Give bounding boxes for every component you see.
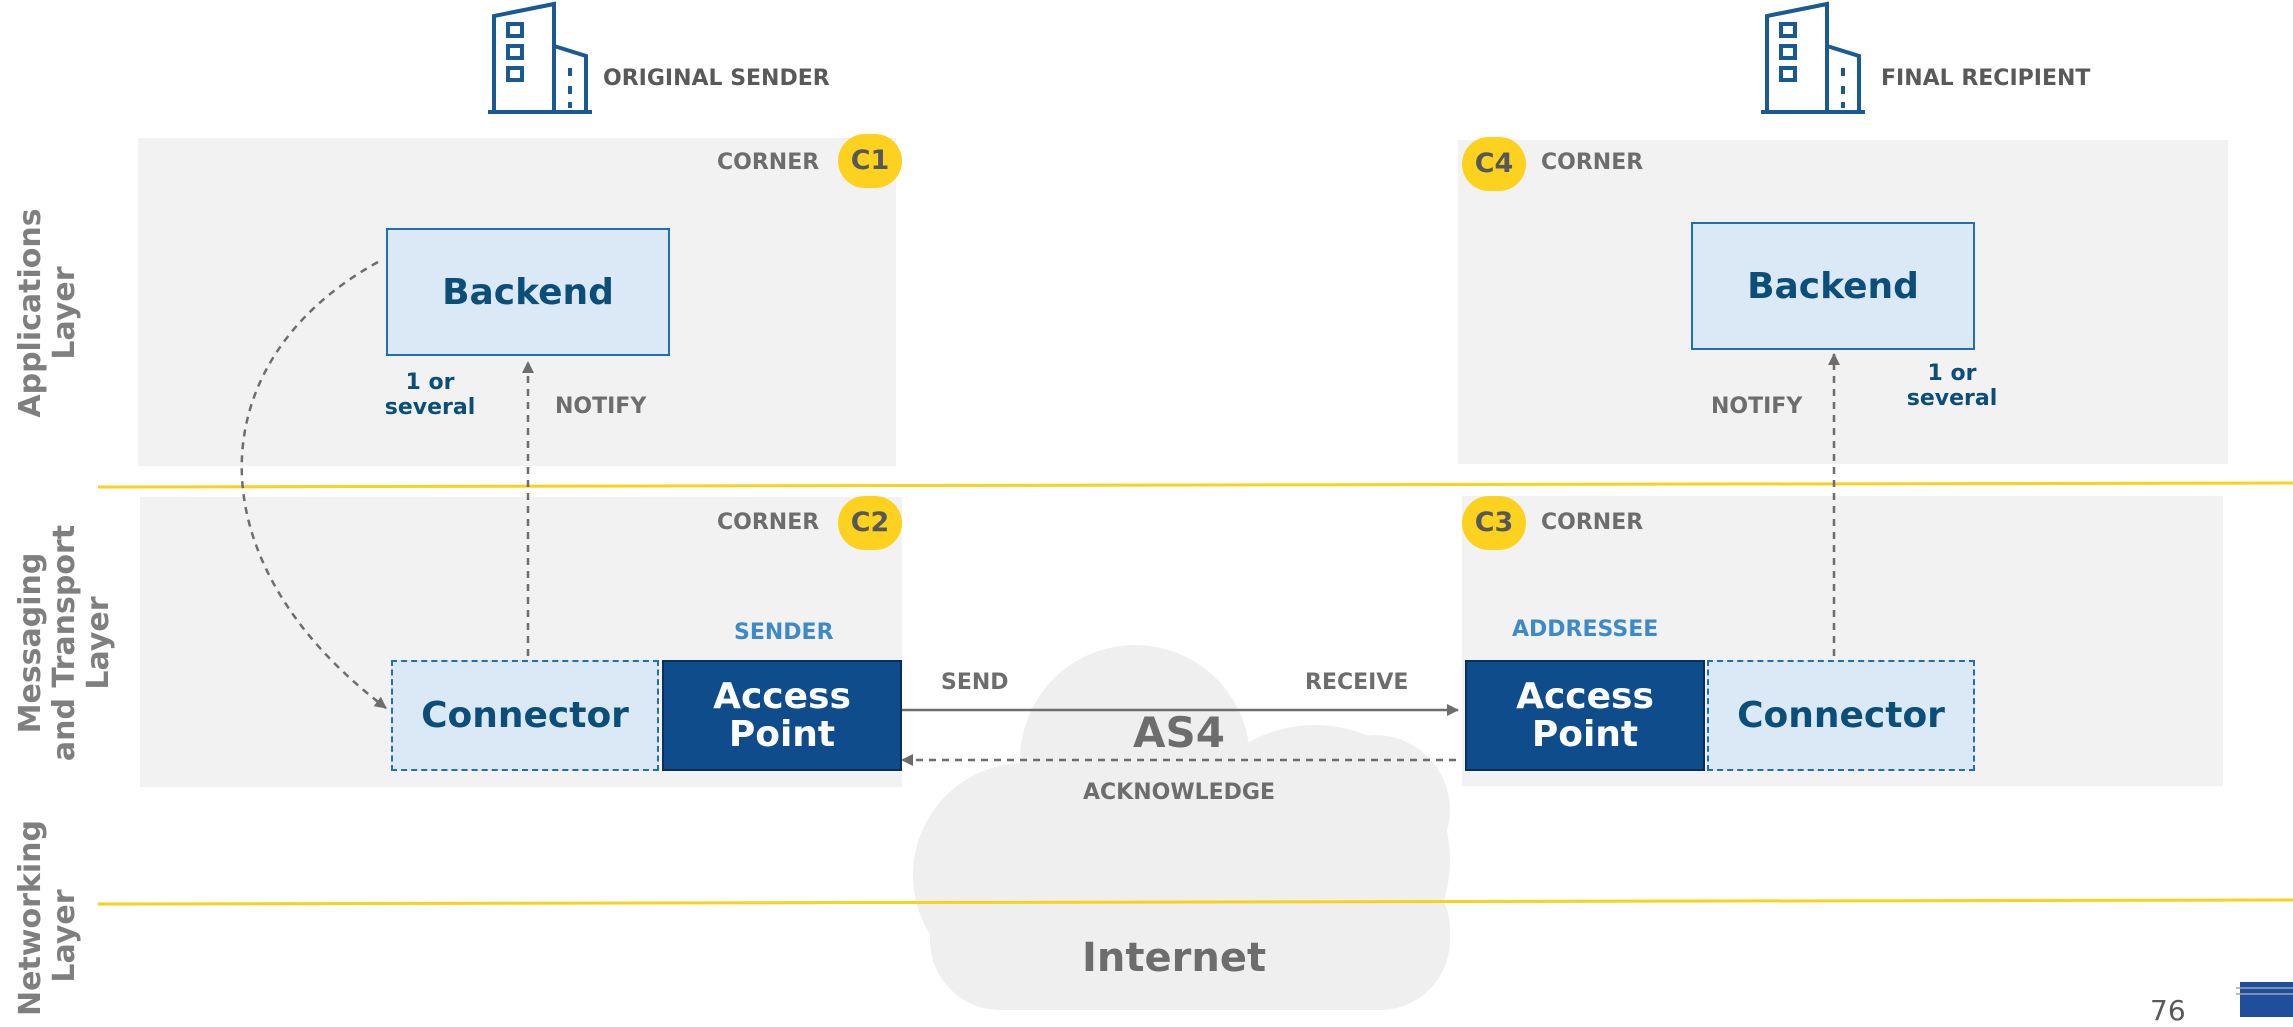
layer-label-messaging: Messaging and Transport Layer — [13, 524, 116, 762]
layer-divider-top — [97, 481, 2293, 489]
sender-notify-label: NOTIFY — [555, 394, 647, 419]
recipient-connector: Connector — [1707, 660, 1975, 771]
recipient-multiplicity: 1 or several — [1906, 361, 1998, 411]
corner-label-c4: CORNER — [1541, 150, 1644, 175]
building-icon — [1761, 1, 1865, 114]
sender-connector: Connector — [391, 660, 659, 771]
original-sender-label: ORIGINAL SENDER — [603, 66, 830, 91]
sender-access-point: Access Point — [662, 660, 902, 771]
recipient-notify-label: NOTIFY — [1711, 394, 1803, 419]
addressee-role-label: ADDRESSEE — [1512, 617, 1659, 642]
building-icon — [488, 1, 592, 114]
layer-divider-bottom — [97, 898, 2293, 906]
badge-c2: C2 — [838, 496, 902, 550]
layer-label-networking: Networking Layer — [13, 820, 82, 1016]
sender-multiplicity: 1 or several — [384, 370, 476, 420]
page-number: 76 — [2150, 994, 2186, 1027]
acknowledge-label: ACKNOWLEDGE — [1083, 780, 1275, 805]
as4-label: AS4 — [1133, 708, 1225, 757]
badge-c1: C1 — [838, 134, 902, 188]
badge-c3: C3 — [1462, 496, 1526, 550]
send-label: SEND — [941, 670, 1009, 695]
backend-to-connector-arrow — [240, 260, 387, 709]
recipient-access-point: Access Point — [1465, 660, 1705, 771]
corner-label-c3: CORNER — [1541, 510, 1644, 535]
receive-label: RECEIVE — [1305, 670, 1409, 695]
flag-logo — [2236, 982, 2293, 1017]
sender-role-label: SENDER — [734, 620, 834, 645]
internet-label: Internet — [1082, 935, 1267, 981]
corner-label-c1: CORNER — [717, 150, 820, 175]
badge-c4: C4 — [1462, 137, 1526, 191]
sender-backend: Backend — [386, 228, 670, 356]
layer-label-applications: Applications Layer — [13, 208, 82, 418]
corner-label-c2: CORNER — [717, 510, 820, 535]
recipient-backend: Backend — [1691, 222, 1975, 350]
cloud-shape — [913, 645, 1450, 1010]
final-recipient-label: FINAL RECIPIENT — [1881, 66, 2091, 91]
